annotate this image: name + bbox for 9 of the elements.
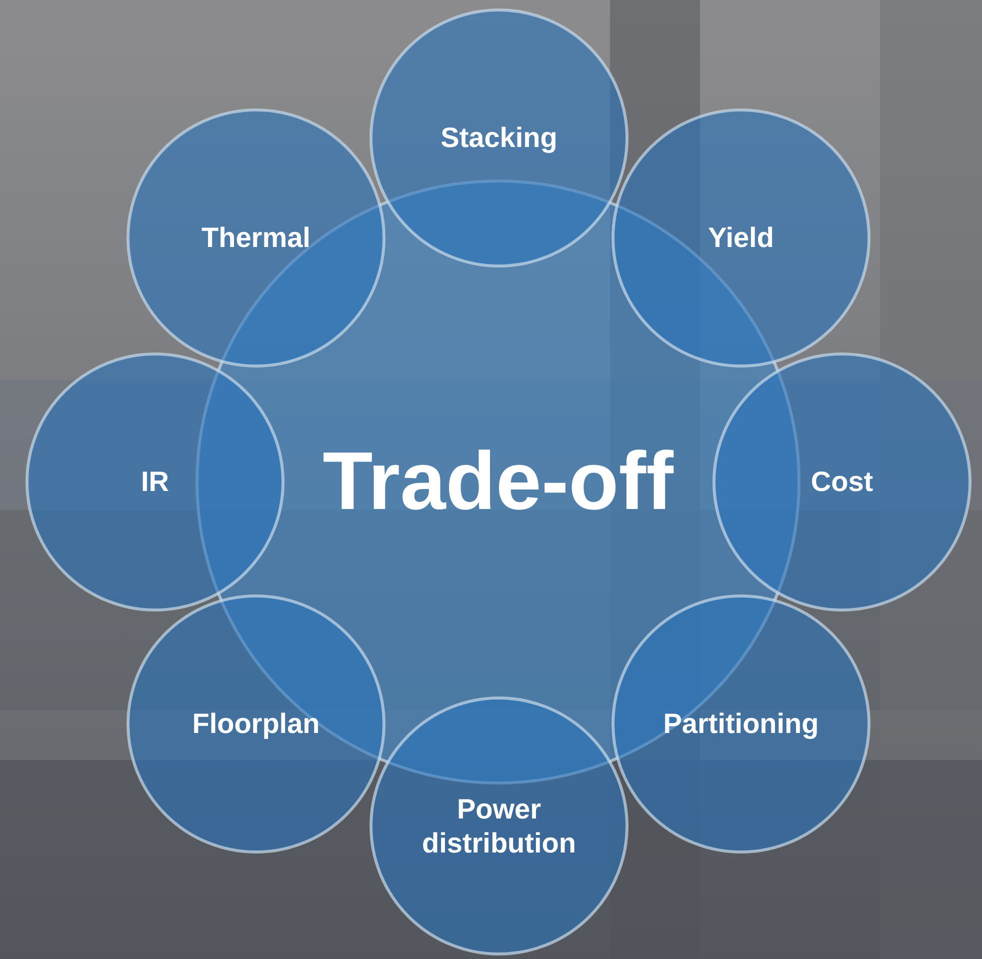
bubble-label: Partitioning [662, 707, 820, 741]
bubble-label: IR [140, 465, 170, 499]
bubble-label: Cost [810, 465, 874, 499]
bubble-label: Floorplan [191, 707, 321, 741]
bubble-label: Stacking [440, 121, 558, 155]
bubble-label: Yield [707, 221, 775, 255]
bubble-label: Thermal [200, 221, 312, 255]
center-label: Trade-off [322, 434, 675, 529]
bubble-label: Power distribution [421, 792, 577, 860]
